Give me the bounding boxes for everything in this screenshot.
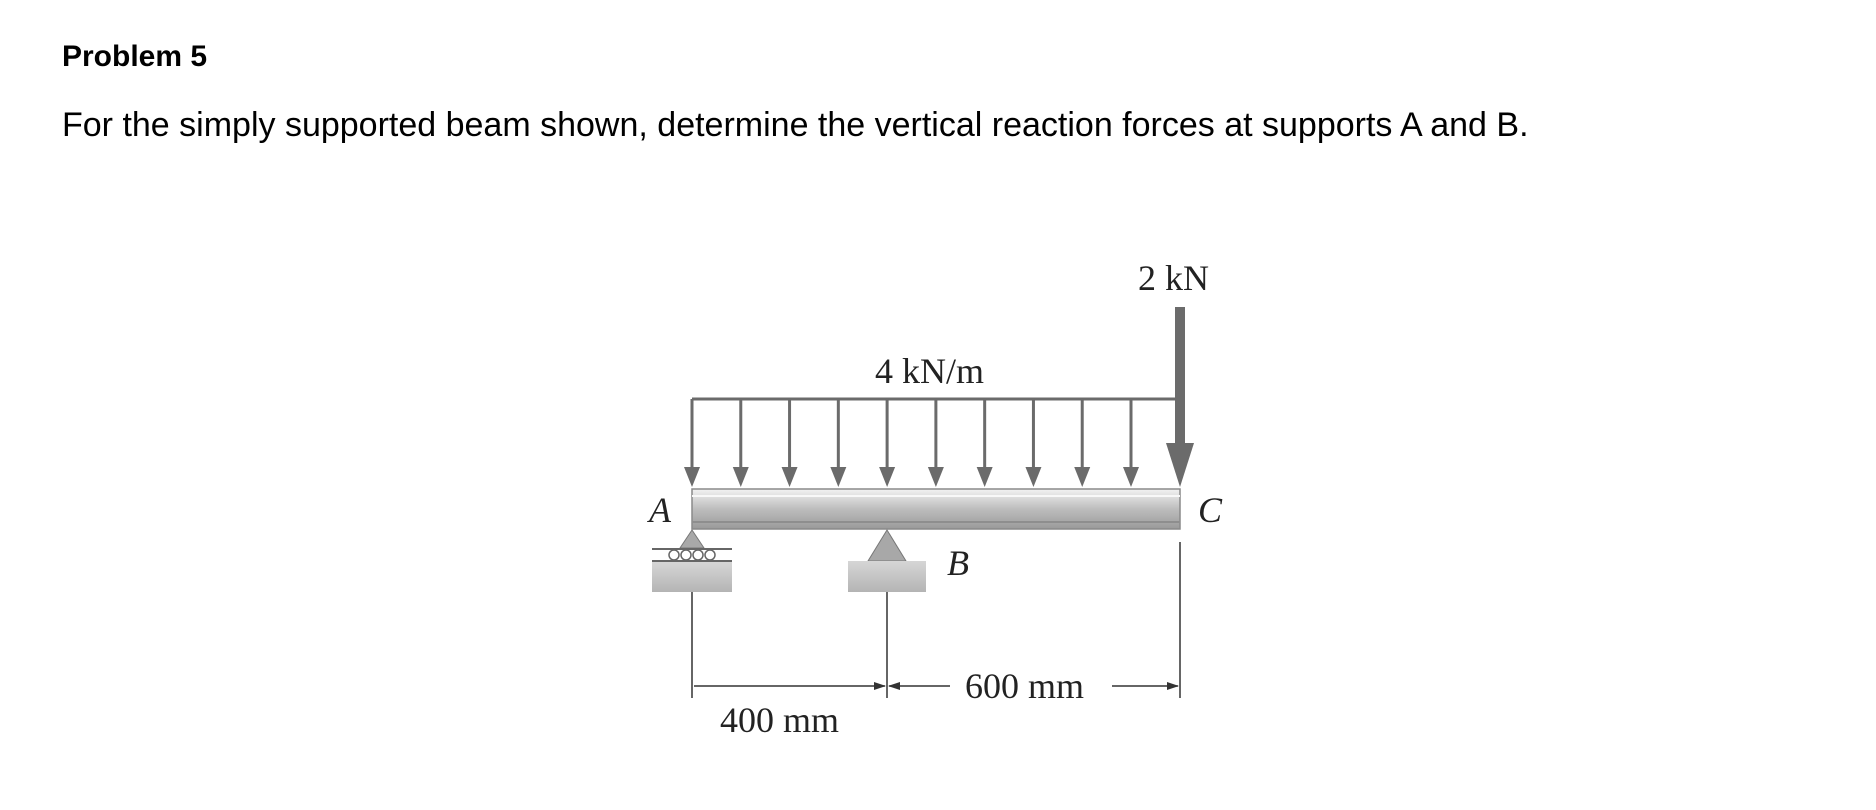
distributed-load-label: 4 kN/m: [875, 351, 984, 391]
udl-arrowhead: [927, 467, 944, 487]
problem-statement: For the simply supported beam shown, det…: [62, 106, 1529, 144]
roller-support-a: [652, 529, 732, 592]
udl-arrowhead: [1074, 467, 1091, 487]
support-b-label: B: [947, 543, 969, 583]
point-c-label: C: [1198, 490, 1223, 530]
problem-title: Problem 5: [62, 40, 208, 73]
udl-arrowhead: [732, 467, 749, 487]
ground-block-b: [848, 561, 926, 592]
pin-triangle: [867, 529, 907, 562]
point-load-shaft: [1175, 307, 1185, 445]
udl-arrowhead: [1025, 467, 1042, 487]
udl-arrowhead: [781, 467, 798, 487]
roller-pin: [679, 529, 705, 549]
pin-support-b: [848, 529, 926, 592]
distributed-load: [684, 397, 1180, 487]
udl-arrowhead: [1123, 467, 1139, 487]
udl-arrowhead: [976, 467, 993, 487]
dimension-lines: [691, 542, 1181, 698]
ground-block-a: [652, 562, 732, 592]
support-a-label: A: [647, 490, 672, 530]
beam: [691, 488, 1181, 530]
udl-arrows: [684, 399, 1139, 487]
udl-arrowhead: [830, 467, 847, 487]
roller-wheel: [668, 549, 680, 561]
roller-wheel: [692, 549, 704, 561]
dimension-ab-label: 400 mm: [720, 700, 839, 740]
point-load-label: 2 kN: [1138, 258, 1209, 298]
point-load-arrowhead: [1166, 443, 1194, 487]
dimension-bc-label: 600 mm: [965, 666, 1084, 706]
udl-arrowhead: [879, 467, 896, 487]
point-load: [1166, 307, 1194, 487]
udl-arrowhead: [684, 467, 700, 487]
roller-wheel: [680, 549, 692, 561]
roller-wheel: [704, 549, 716, 561]
